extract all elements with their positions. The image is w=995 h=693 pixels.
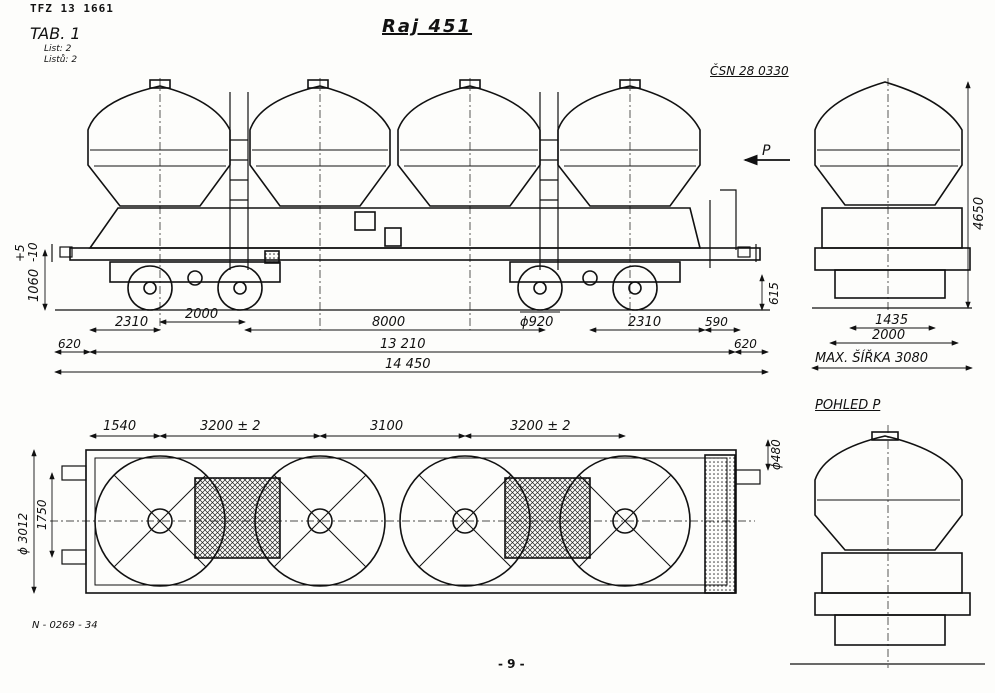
side-dimensions: [42, 249, 769, 375]
end-view: [811, 78, 973, 371]
dim-tol-minus: -10: [26, 242, 40, 262]
top-view-labels: 1540 3200 ± 2 3100 3200 ± 2 ϕ480 ϕ 3012 …: [16, 419, 783, 555]
dim-620-left: 620: [58, 337, 81, 351]
ladder-left: [229, 92, 249, 270]
mesh-platform-right: [504, 477, 591, 559]
dim-tol-plus: +5: [13, 244, 27, 262]
end-view-labels: 4650 1435 2000 MAX. ŠÍŘKA 3080: [815, 197, 987, 366]
view-p-frame: [821, 552, 963, 594]
tank-1: [87, 79, 231, 207]
view-p-arrow-label: P: [762, 143, 771, 159]
drawing-title: Raj 451: [382, 16, 473, 37]
top-view-frame: [85, 449, 737, 594]
center-lines: [159, 78, 631, 330]
dim-2000: 2000: [185, 307, 218, 322]
dim-1540: 1540: [103, 419, 136, 434]
bogie-left: [109, 261, 281, 311]
end-view-frame: [821, 207, 963, 249]
page-number: - 9 -: [498, 657, 525, 671]
tank-3: [397, 79, 541, 207]
drawing-number: N - 0269 - 34: [32, 620, 98, 631]
dim-8000: 8000: [372, 315, 405, 330]
grille: [264, 250, 280, 264]
dim-2000-end: 2000: [872, 328, 905, 343]
end-platform: [704, 454, 736, 594]
view-p: [790, 425, 985, 668]
valve: [384, 227, 402, 247]
sheet-line-2: Listů: 2: [44, 55, 78, 65]
end-view-tank: [814, 81, 963, 206]
table-label: TAB. 1: [30, 24, 81, 43]
dim-590: 590: [705, 315, 728, 329]
underframe: [69, 247, 761, 261]
top-buffers: [61, 465, 761, 565]
dim-3200-right: 3200 ± 2: [510, 419, 571, 434]
tank-top-2: [254, 455, 386, 587]
document-code: TFZ 13 1661: [30, 2, 114, 15]
view-p-arrow: P: [743, 143, 790, 166]
standard-reference: ČSN 28 0330: [710, 64, 789, 78]
dim-615: 615: [767, 282, 781, 305]
dim-3100: 3100: [370, 419, 403, 434]
sheet-line-1: List: 2: [44, 44, 72, 54]
dim-1060: 1060: [27, 269, 42, 302]
buffer-left: [51, 244, 73, 262]
dim-3012: ϕ 3012: [16, 513, 30, 555]
ladder-right: [539, 92, 559, 270]
dim-620-right: 620: [734, 337, 757, 351]
dim-2310-left: 2310: [115, 315, 148, 330]
bogie-right: [509, 261, 681, 311]
dim-1750: 1750: [35, 499, 49, 530]
dim-wheel-diameter: ϕ920: [520, 315, 553, 330]
dim-3200-left: 3200 ± 2: [200, 419, 261, 434]
buffer-right: [709, 189, 757, 268]
dim-2310-right: 2310: [628, 315, 661, 330]
dim-14450: 14 450: [385, 357, 431, 372]
side-view: [51, 78, 770, 330]
view-p-tank: [814, 435, 963, 551]
dim-480: ϕ480: [769, 439, 783, 470]
mesh-platform-left: [194, 477, 281, 559]
dim-1435: 1435: [875, 313, 908, 328]
top-view: [31, 433, 771, 594]
sheet-info: List: 2 Listů: 2: [44, 44, 77, 66]
view-p-label: POHLED P: [815, 398, 881, 413]
dim-13210: 13 210: [380, 337, 426, 352]
dim-max-width: MAX. ŠÍŘKA 3080: [815, 350, 928, 366]
dim-4650: 4650: [972, 197, 987, 230]
side-dimension-labels: 2310 2000 8000 2310 590 620 13 210 620 1…: [13, 242, 781, 372]
discharge-box: [354, 211, 376, 231]
tank-4: [557, 79, 701, 207]
tank-2: [249, 79, 391, 207]
